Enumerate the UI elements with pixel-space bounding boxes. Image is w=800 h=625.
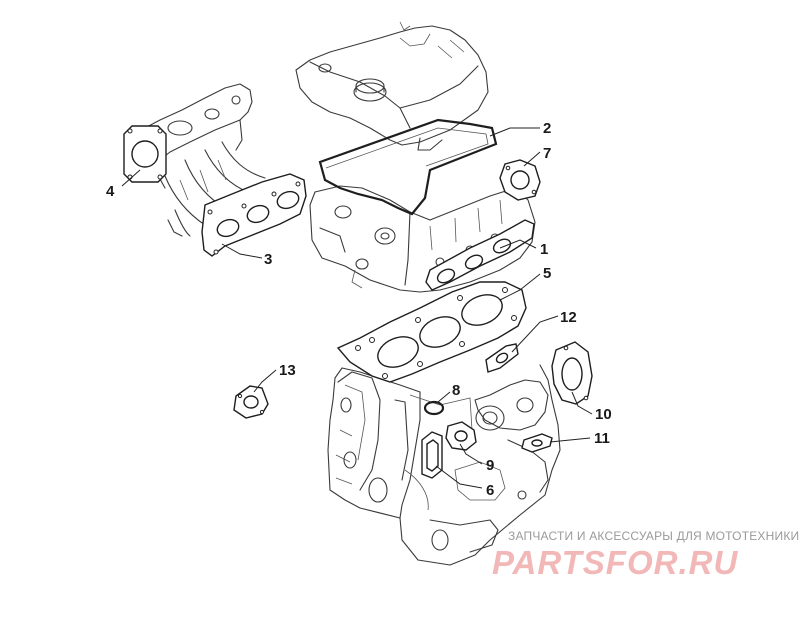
callout-5[interactable]: 5 xyxy=(543,265,551,282)
gasket-13-water-outlet[interactable] xyxy=(233,385,269,419)
callout-10[interactable]: 10 xyxy=(595,406,612,423)
callout-11[interactable]: 11 xyxy=(594,430,610,447)
watermark: ЗАПЧАСТИ И АКСЕССУАРЫ ДЛЯ МОТОТЕХНИКИ PA… xyxy=(492,529,799,581)
callout-1[interactable]: 1 xyxy=(540,241,548,258)
engine-block xyxy=(327,364,561,566)
gasket-3-intake-manifold[interactable] xyxy=(201,173,307,257)
callout-4[interactable]: 4 xyxy=(106,183,115,200)
gasket-4-throttle-flange[interactable] xyxy=(123,125,167,183)
leader-lines xyxy=(121,127,593,489)
watermark-tagline: ЗАПЧАСТИ И АКСЕССУАРЫ ДЛЯ МОТОТЕХНИКИ xyxy=(508,529,799,543)
gasket-2-valve-cover[interactable] xyxy=(318,118,498,216)
watermark-logo[interactable]: PARTSFOR.RU xyxy=(492,544,738,581)
callout-12[interactable]: 12 xyxy=(560,309,577,326)
gasket-11-outlet[interactable] xyxy=(521,433,553,453)
gasket-7-thermostat[interactable] xyxy=(499,159,541,201)
callout-9[interactable]: 9 xyxy=(486,457,494,474)
gasket-5-cylinder-head[interactable] xyxy=(336,281,527,383)
gasket-6-oil-pan-cover[interactable] xyxy=(421,431,443,479)
o-ring-8[interactable] xyxy=(423,400,445,416)
callout-3[interactable]: 3 xyxy=(264,251,272,268)
gasket-1-exhaust-manifold[interactable] xyxy=(425,219,535,291)
callout-labels: 1 2 3 4 5 6 7 8 9 10 11 12 13 xyxy=(106,120,612,499)
callout-13[interactable]: 13 xyxy=(279,362,296,379)
gasket-10-timing-cover[interactable] xyxy=(551,341,593,405)
callout-7[interactable]: 7 xyxy=(543,145,551,162)
callout-8[interactable]: 8 xyxy=(452,382,460,399)
valve-cover xyxy=(295,21,489,151)
callout-6[interactable]: 6 xyxy=(486,482,494,499)
callout-2[interactable]: 2 xyxy=(543,120,551,137)
gasket-9-oil-filter-adapter[interactable] xyxy=(445,421,477,451)
gasket-12-water-pump-cover[interactable] xyxy=(485,343,519,373)
